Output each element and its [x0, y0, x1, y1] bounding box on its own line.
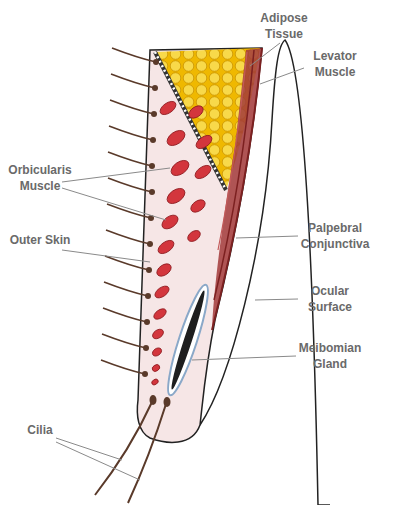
meibomian-duct: [168, 289, 208, 390]
levator-strand: [218, 52, 247, 250]
levator-muscle: [212, 48, 262, 330]
leader-lines: [56, 43, 304, 480]
eyelid-skin: [137, 48, 262, 442]
part-label: Palpebral Conjunctiva: [295, 220, 375, 252]
part-label: Outer Skin: [0, 232, 80, 248]
meibomian-gland: [162, 282, 215, 398]
part-label: Adipose Tissue: [244, 10, 324, 42]
cilia-bulbs: [142, 59, 171, 407]
cilia-hairs: [95, 48, 166, 503]
levator-strand: [214, 50, 254, 300]
levator-strand: [212, 48, 262, 330]
part-label: Ocular Surface: [290, 283, 370, 315]
part-label: Cilia: [0, 422, 80, 438]
part-label: Orbicularis Muscle: [0, 162, 80, 194]
septum-line: [155, 52, 226, 190]
septum-hatch: [155, 52, 226, 190]
part-label: Meibomian Gland: [290, 340, 370, 372]
part-label: Levator Muscle: [295, 48, 375, 80]
